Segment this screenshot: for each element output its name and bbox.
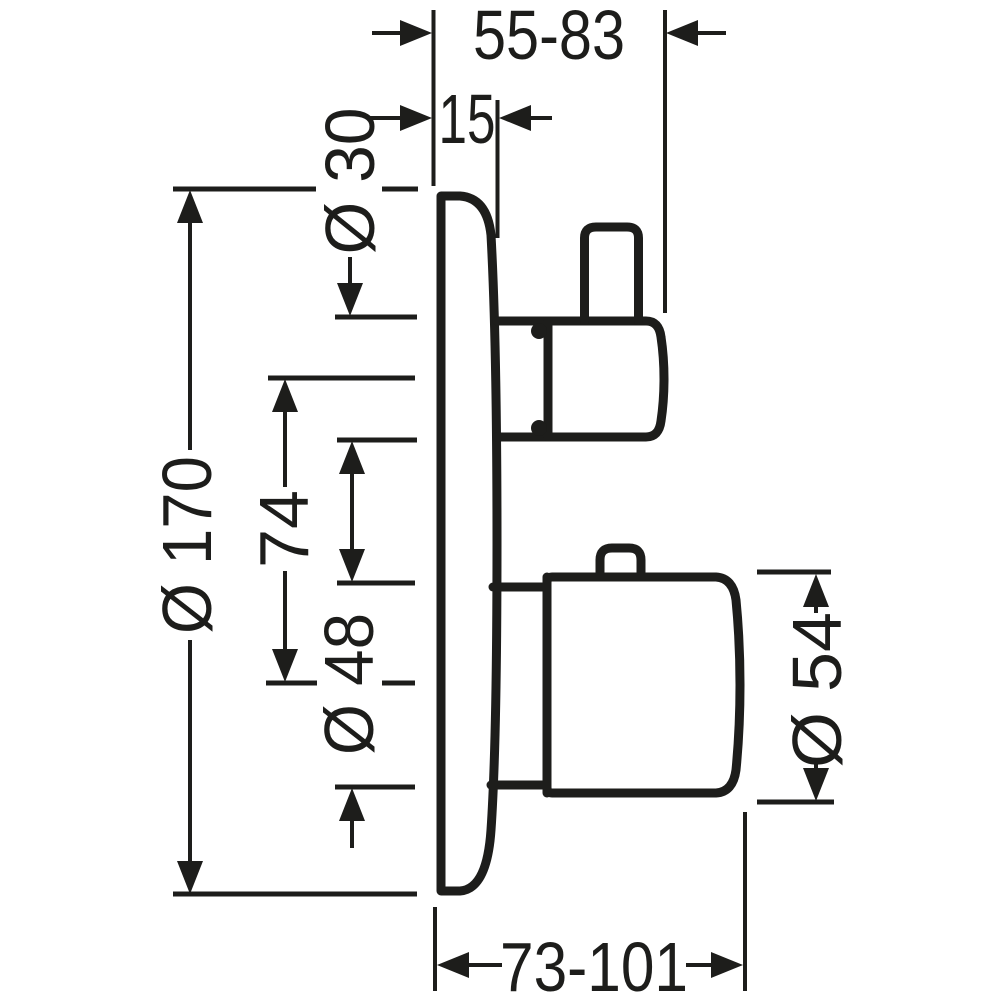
dim-lower-handle-diameter: Ø 54 (778, 574, 856, 801)
arrow-down-icon (803, 768, 829, 801)
arrow-right-icon (400, 20, 432, 46)
dim-depth-bottom-label: 73-101 (500, 928, 688, 1000)
upper-valve-body (492, 316, 669, 442)
arrow-left-icon (499, 105, 531, 131)
upper-clip-dot-bottom (531, 420, 547, 436)
arrow-up-icon (177, 190, 203, 223)
dim-plate-offset: 15 (368, 80, 552, 158)
arrow-right-icon (711, 952, 743, 978)
dim-plate-offset-label: 15 (439, 80, 496, 158)
dim-plate-diameter-label: Ø 170 (148, 456, 226, 634)
dim-upper-handle-diameter: Ø 30 (311, 108, 389, 582)
lower-safety-button (595, 543, 646, 582)
upper-clip-dot-top (531, 323, 547, 339)
dim-depth-top: 55-83 (372, 0, 726, 74)
dim-lower-handle-diameter-label: Ø 54 (778, 612, 856, 768)
arrow-down-icon (272, 649, 298, 682)
dim-lower-base-diameter-label: Ø 48 (310, 613, 388, 755)
dim-upper-handle-diameter-label: Ø 30 (311, 108, 389, 255)
lower-handle-body (542, 572, 745, 798)
lower-valve (486, 543, 745, 798)
arrow-left-icon (666, 20, 698, 46)
escutcheon-plate (436, 191, 502, 896)
dim-handle-spacing-label: 74 (245, 490, 323, 568)
arrow-left-icon (437, 952, 469, 978)
dim-depth-top-label: 55-83 (473, 0, 625, 74)
extension-lines (431, 10, 747, 991)
dim-plate-diameter: Ø 170 (148, 190, 226, 894)
fixture-outline (436, 191, 745, 896)
arrow-up-icon (272, 379, 298, 412)
arrow-down-icon (337, 283, 363, 316)
dim-lower-base-diameter: Ø 48 (310, 613, 388, 848)
arrow-up-icon (339, 441, 365, 474)
upper-knob-stem (580, 222, 643, 326)
arrow-down-icon (339, 549, 365, 582)
arrow-right-icon (400, 105, 432, 131)
arrow-down-icon (177, 861, 203, 894)
witness-lines (173, 186, 834, 897)
dim-handle-spacing: 74 (245, 379, 323, 682)
arrow-up-icon (803, 574, 829, 607)
upper-valve (492, 222, 669, 442)
dim-depth-bottom: 73-101 (437, 928, 743, 1000)
arrow-up-icon (339, 788, 365, 821)
